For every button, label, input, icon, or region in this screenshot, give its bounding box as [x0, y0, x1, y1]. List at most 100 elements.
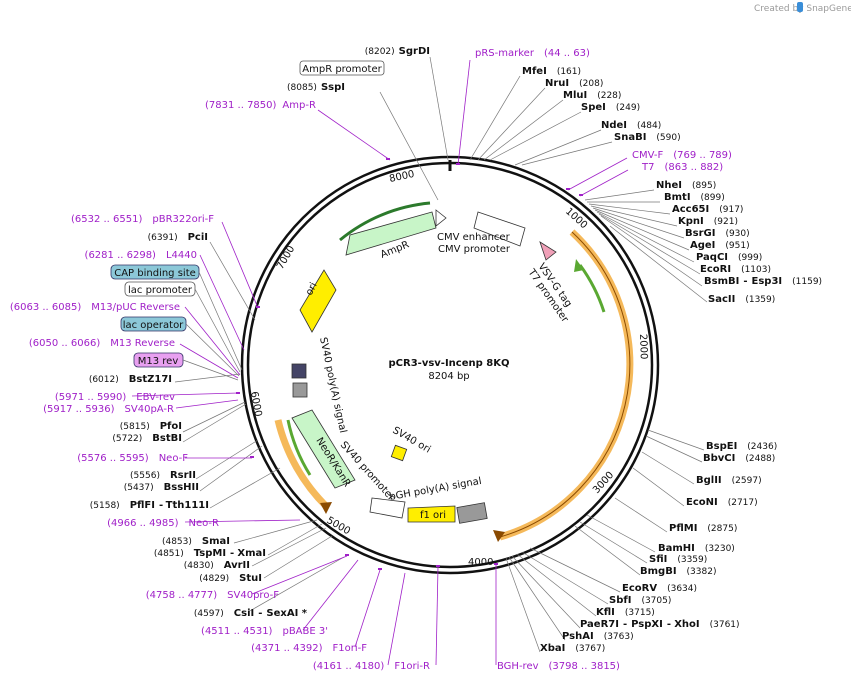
site-pflfi: (5158)PflFI-Tth111I [90, 500, 209, 511]
primer-labels-left: (6532 .. 6551)pBR322ori-F (6281 .. 6298)… [10, 214, 219, 529]
feature-label-cmv-promoter: CMV promoter [438, 244, 511, 255]
site-tspmi: (4851)TspMI-XmaI [154, 548, 266, 559]
boxed-connectors [182, 271, 243, 381]
site-kpni: KpnI(921) [678, 216, 738, 227]
site-pfoi: (5815)PfoI [120, 421, 182, 432]
green-arc-ampr [339, 201, 431, 242]
site-bstz17i: (6012)BstZ17I [89, 374, 172, 385]
site-ecorv: EcoRV(3634) [622, 583, 697, 594]
primer-neo-r: (4966 .. 4985)Neo-R [107, 518, 219, 529]
site-bspei: BspEI(2436) [706, 441, 777, 452]
sv40-ori-feature [390, 444, 408, 462]
primer-pbr322ori-f: (6532 .. 6551)pBR322ori-F [71, 214, 214, 225]
site-acc65i: Acc65I(917) [672, 204, 743, 215]
ampr-promoter-box [299, 60, 385, 76]
tick-label-6000: 6000 [248, 391, 263, 418]
site-pcii: (6391)PciI [148, 232, 208, 243]
site-agei: AgeI(951) [690, 240, 750, 251]
site-nrui: NruI(208) [545, 78, 603, 89]
tick-label-1000: 1000 [563, 206, 589, 231]
site-pflmi: PflMI(2875) [669, 523, 737, 534]
site-xbai: XbaI(3767) [540, 643, 605, 654]
lac-promoter-label: lac promoter [128, 285, 193, 296]
site-bmgbi: BmgBI(3382) [640, 566, 716, 577]
orf-arc-incenp [499, 229, 634, 541]
orf-arrow-neo-icon [320, 502, 332, 514]
snapgene-logo-icon [797, 2, 803, 12]
lac-operator-label: lac operator [123, 320, 184, 331]
ampr-promoter-feature [435, 209, 447, 227]
site-labels-left: (4597)CsiI-SexAI * (4829)StuI (4830)AvrI… [89, 232, 308, 619]
orf-arrow-incenp-icon [493, 530, 505, 542]
site-bamhi: BamHI(3230) [658, 543, 735, 554]
feature-label-f1-ori: f1 ori [420, 510, 446, 521]
ampr-feature [345, 211, 437, 256]
site-bstbi: (5722)BstBI [112, 433, 182, 444]
site-ecori: EcoRI(1103) [700, 264, 771, 275]
site-bsmbi: BsmBI-Esp3I(1159) [704, 276, 822, 287]
cap-binding-site-label: CAP binding site [114, 268, 196, 279]
feature-label-sv40-polya: SV40 poly(A) signal [317, 336, 348, 434]
site-ndei: NdeI(484) [601, 120, 661, 131]
primer-l4440: (6281 .. 6298)L4440 [85, 250, 197, 261]
cmv-enhancer-feature [473, 211, 526, 247]
green-arc-1 [578, 264, 606, 313]
site-bsrgi: BsrGI(930) [685, 228, 750, 239]
site-stui: (4829)StuI [199, 573, 262, 584]
tick-label-8000: 8000 [388, 169, 415, 185]
primer-t7: T7(863 .. 882) [641, 162, 723, 173]
site-sbfi: SbfI(3705) [609, 595, 671, 606]
primer-lines [131, 59, 629, 666]
primer-neo-f: (5576 .. 5595)Neo-F [77, 453, 188, 464]
primer-sv40pa-r: (5917 .. 5936)SV40pA-R [43, 404, 174, 415]
site-bglii: BglII(2597) [696, 475, 762, 486]
sv40-polya-feature [292, 382, 308, 398]
site-labels-top-right: MfeI(161) NruI(208) MluI(228) SpeI(249) … [522, 66, 822, 305]
f1-ori-feature [407, 505, 456, 523]
m13-rev-label: M13 rev [138, 356, 179, 367]
backbone-outer [240, 155, 660, 575]
primer-sv40pro-f: (4758 .. 4777)SV40pro-F [146, 590, 279, 601]
feature-label-cmv-enhancer: CMV enhancer [437, 232, 511, 243]
orf-arc-neo [274, 419, 331, 511]
ampr-promoter-label: AmpR promoter [302, 64, 382, 75]
feature-label-bgh-polya: bGH poly(A) signal [389, 476, 483, 503]
site-avrii: (4830)AvrII [184, 560, 250, 571]
primer-f1ori-r: (4161 .. 4180)F1ori-R [313, 661, 430, 672]
neor-feature [291, 409, 356, 489]
primer-prs-marker: pRS-marker(44 .. 63) [475, 48, 590, 59]
orf-arc-incenp-line [499, 231, 631, 538]
primer-pbabe3: (4511 .. 4531)pBABE 3' [201, 626, 328, 637]
site-csii: (4597)CsiI-SexAI * [194, 608, 308, 619]
green-arc-2 [286, 419, 312, 476]
ori-feature [299, 269, 337, 333]
vsvg-tag-feature [539, 241, 557, 261]
site-mlui: MluI(228) [563, 90, 621, 101]
plasmid-size: 8204 bp [428, 371, 469, 382]
primer-f1ori-f: (4371 .. 4392)F1ori-F [251, 643, 367, 654]
site-mfei: MfeI(161) [522, 66, 581, 77]
lac-region-feature [291, 363, 307, 379]
site-bsshii: (5437)BssHII [124, 482, 199, 493]
plasmid-title: pCR3-vsv-Incenp 8KQ [389, 358, 510, 369]
primer-markers [236, 158, 583, 570]
primer-cmv-f: CMV-F(769 .. 789) [632, 150, 732, 161]
primer-m13-reverse: (6050 .. 6066)M13 Reverse [29, 338, 175, 349]
site-nhei: NheI(895) [656, 180, 716, 191]
tick-label-2000: 2000 [637, 334, 649, 360]
site-sspi: (8085)SspI [287, 82, 345, 93]
site-paqci: PaqCI(999) [696, 252, 762, 263]
primer-bgh-rev: BGH-rev(3798 .. 3815) [497, 661, 620, 672]
primer-ebv-rev: (5971 .. 5990)EBV-rev [55, 392, 175, 403]
feature-label-ori: ori [304, 281, 320, 298]
site-kfli: KflI(3715) [596, 607, 655, 618]
primer-amp-r: (7831 .. 7850)Amp-R [205, 100, 316, 111]
site-snabi: SnaBI(590) [614, 132, 681, 143]
site-bmti: BmtI(899) [664, 192, 725, 203]
bgh-polya-feature [456, 502, 488, 524]
green-arrow-1-icon [574, 259, 584, 272]
site-sgrdi: (8202)SgrDI [365, 46, 430, 57]
connector-lines [174, 56, 708, 653]
primer-m13-puc-reverse: (6063 .. 6085)M13/pUC Reverse [10, 302, 180, 313]
